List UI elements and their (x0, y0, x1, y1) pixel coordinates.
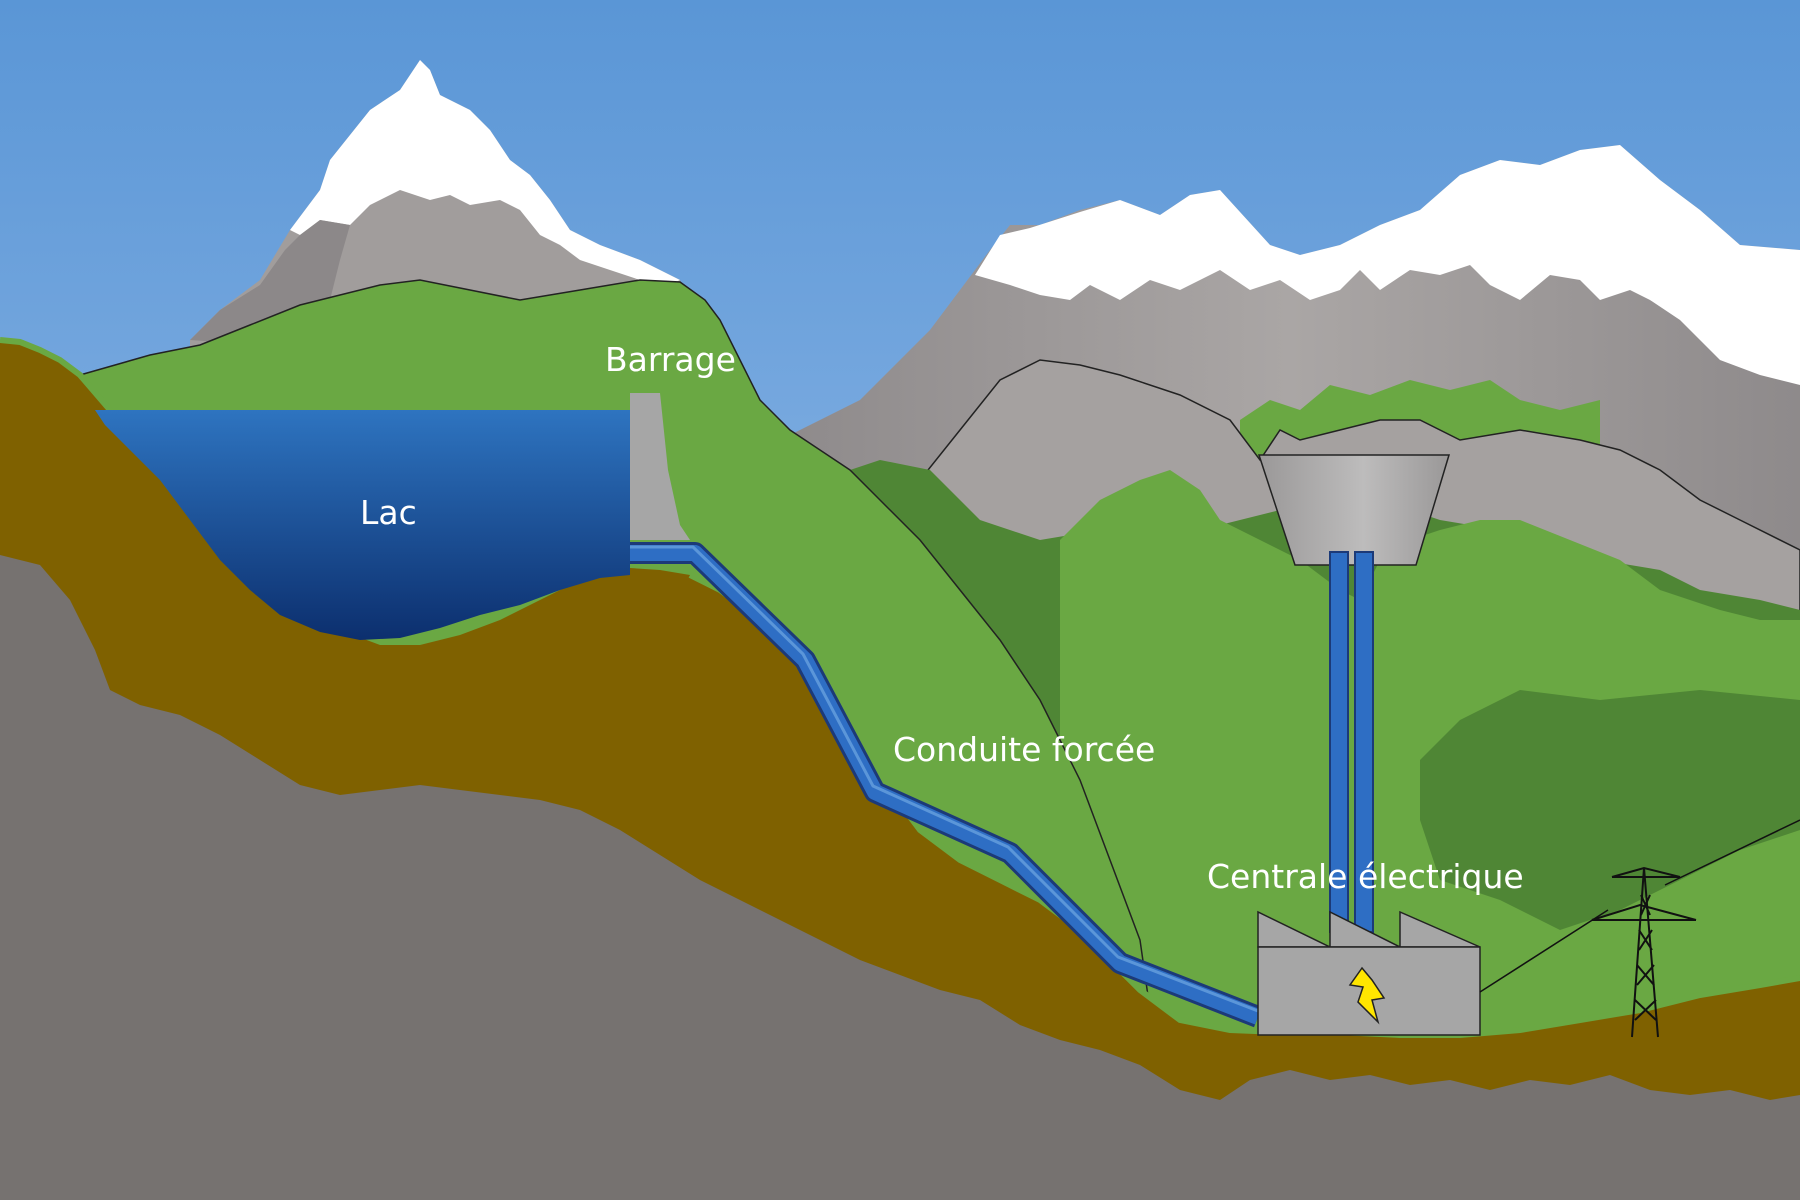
label-penstock: Conduite forcée (893, 730, 1155, 769)
dam-wall (630, 393, 690, 540)
power-pylon-icon (1591, 866, 1697, 1038)
power-station-roof (1257, 910, 1481, 949)
label-lake: Lac (360, 493, 417, 532)
pylon-arm-supports (1591, 866, 1697, 921)
upper-reservoir (1257, 454, 1451, 566)
power-line-outbound (1664, 819, 1800, 886)
penstock-pipe-highlight (630, 545, 1259, 1013)
right-mountain-snow (975, 145, 1800, 385)
power-station (1257, 910, 1481, 1036)
lake-water (95, 410, 630, 640)
left-mountain-snow (290, 60, 680, 285)
power-line-to-pylon (1479, 909, 1609, 993)
power-lines (1479, 819, 1800, 993)
label-powerhouse: Centrale électrique (1207, 857, 1524, 896)
pylon-cross-braces (1634, 894, 1657, 1021)
vertical-pipes (1329, 551, 1374, 933)
label-dam: Barrage (605, 340, 736, 379)
bedrock-layer (0, 555, 1800, 1200)
right-green-slopes (1060, 470, 1800, 1050)
lightning-bolt-icon (1348, 966, 1386, 1025)
penstock-pipe (630, 545, 1261, 1025)
